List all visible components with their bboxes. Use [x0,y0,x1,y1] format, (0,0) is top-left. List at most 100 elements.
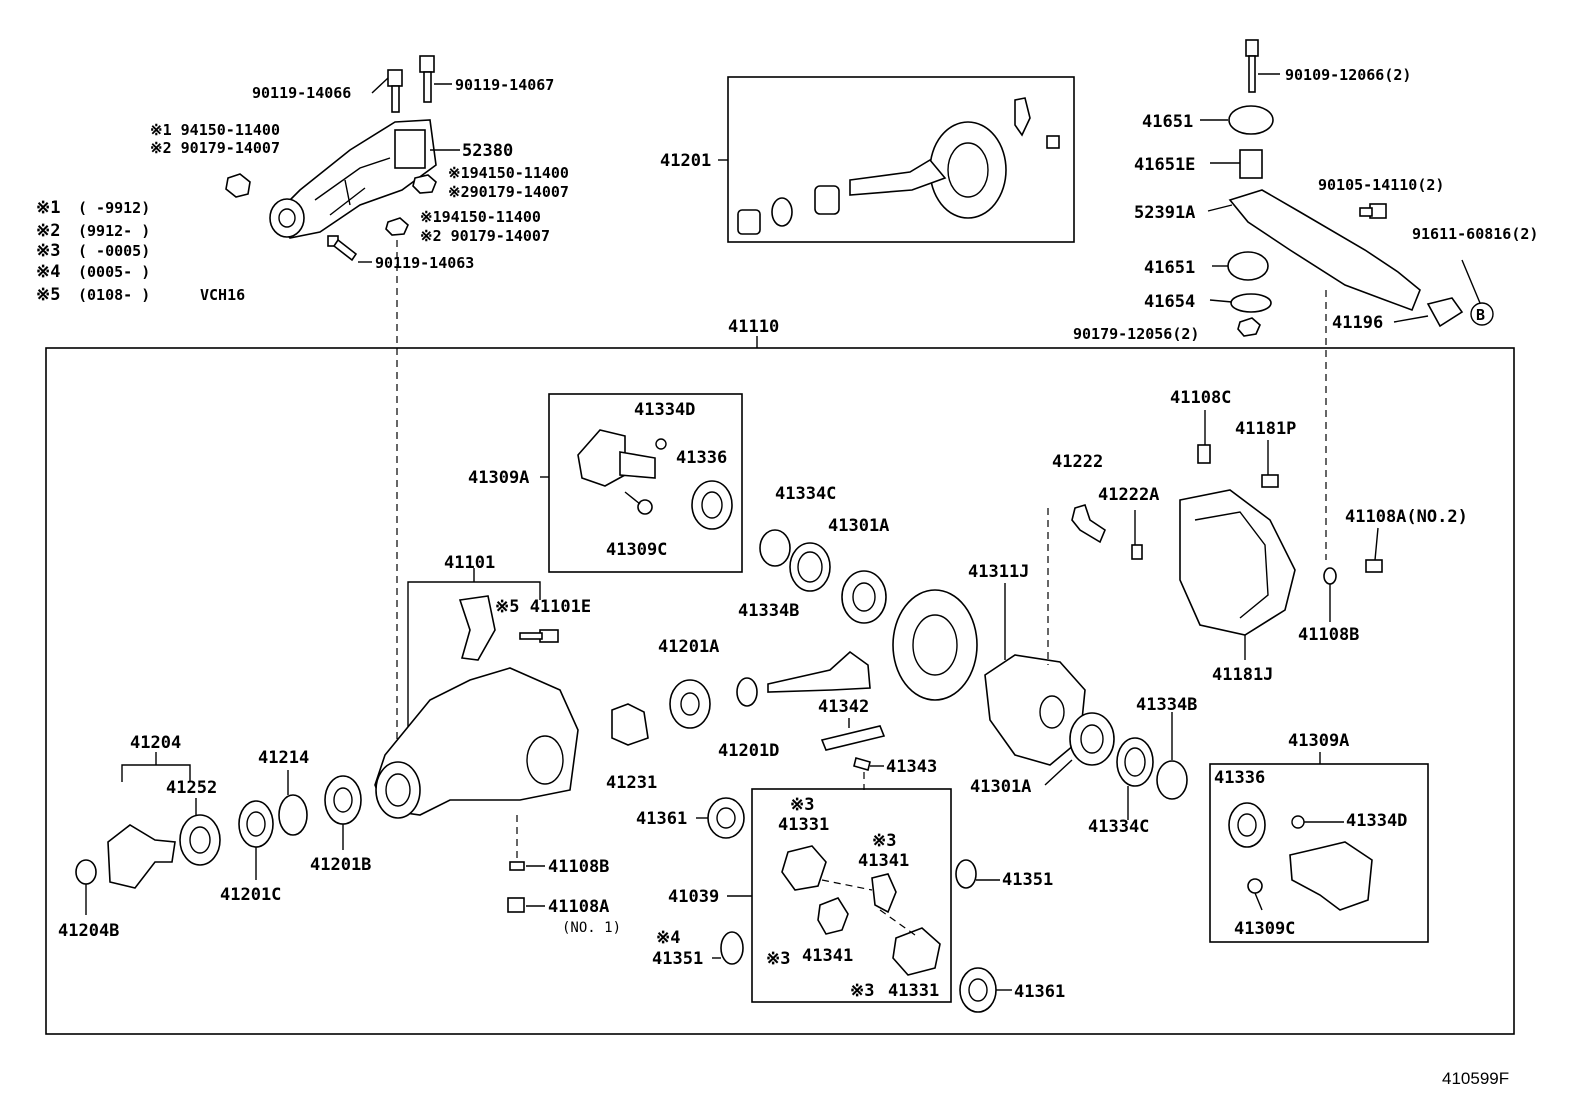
ring-pinion-kit-box [718,76,1075,243]
pinion-shaft-icon [849,158,947,196]
snap-ring-icon [655,438,667,450]
label-41342: 41342 [818,697,869,717]
assembly-box [45,347,1515,1035]
shim-41334B-right-icon [1156,760,1188,800]
legend-note-5: VCH16 [200,286,245,304]
label-m5-41101E: ※5 41101E [495,597,591,617]
race-41334C-right-icon [1116,737,1154,787]
side-gear-41331-lower-icon [892,927,941,976]
label-41108A-no2: 41108A(NO.2) [1345,507,1468,527]
lock-plate-41222-icon [1071,504,1106,544]
label-52380: 52380 [462,141,513,161]
label-90179-12056: 90179-12056(2) [1073,325,1199,343]
oil-seal-icon [1228,802,1266,848]
bolt-shank-icon [624,491,641,505]
bearing-bore-icon [680,692,700,716]
bolt-41222A-icon [1131,544,1143,560]
figure-number: 410599F [1442,1069,1509,1088]
side-gear-shaft-box-upper [540,393,743,573]
leader-line [1374,527,1379,561]
label-41181P: 41181P [1235,419,1296,439]
bearing-41301A-right-icon [1069,712,1115,766]
spacer-icon [771,197,793,227]
label-41651E: 41651E [1134,155,1195,175]
companion-flange-parts [75,752,362,915]
shim-41334B-icon [759,529,791,567]
label-41361-b: 41361 [1014,982,1065,1002]
label-41222: 41222 [1052,452,1103,472]
bolt-shank-icon [1359,207,1373,217]
label-41336-a: 41336 [676,448,727,468]
leader-line [1044,759,1073,786]
side-gear-shaft-box-lower [1209,752,1429,943]
label-41201B: 41201B [310,855,371,875]
label-41334B-b: 41334B [1136,695,1197,715]
diff-case-41311J-icon [984,654,1086,766]
leader-line [1461,259,1481,304]
label-m1-94150-b: ※194150-11400 [448,164,569,182]
label-41311J: 41311J [968,562,1029,582]
leader-line [1207,204,1233,212]
legend-mark-5: ※5 [36,285,60,305]
label-41108B-b: 41108B [548,857,609,877]
label-41361-a: 41361 [636,809,687,829]
bracket-boss-icon [394,129,426,169]
label-41201D: 41201D [718,741,779,761]
washer-41361-right-icon [959,967,997,1013]
label-41214: 41214 [258,748,309,768]
leader-line [371,77,389,94]
label-41108A-sub: (NO. 1) [562,920,621,936]
label-m2-90179-b: ※290179-14007 [448,183,569,201]
label-41343: 41343 [886,757,937,777]
rear-mount-bracket-group [225,55,460,760]
circle-b-marker [1470,302,1494,326]
nut-icon [737,209,761,235]
stopper-41196-icon [1426,297,1464,328]
pinion-shaft-41342-icon [820,725,886,751]
washer-41654-icon [1230,293,1272,313]
label-41309C-b: 41309C [1234,919,1295,939]
washer-41361-icon [707,797,745,839]
bolt-41101E-shank-icon [519,632,543,640]
label-m2-90179-c: ※2 90179-14007 [420,227,550,245]
ring-gear-icon [929,121,1007,219]
legend-mark-4: ※4 [36,262,60,282]
bearing-race-parts [759,529,887,624]
ring-gear-diff-case [892,504,1143,766]
shaft-spline-icon [619,451,656,479]
washer-41351-right-icon [955,859,977,889]
bolt-shank-icon [391,85,400,113]
bearing-41201C-icon [238,800,274,848]
label-41101: 41101 [444,553,495,573]
housing-front-bore-inner-icon [385,773,411,807]
plug-41181P-icon [1261,474,1279,488]
oil-seal-bore-icon [189,826,211,854]
label-90105-14110: 90105-14110(2) [1318,176,1444,194]
label-41334C-b: 41334C [1088,817,1149,837]
race-bore-icon [797,551,823,583]
ring-gear-41201-icon [892,589,978,701]
gasket-41108B-icon [509,861,525,871]
bolt-head-icon [387,69,403,87]
bearing-41201A-icon [669,679,711,729]
bracket-tab-icon [1014,97,1031,137]
label-41334D-b: 41334D [1346,811,1407,831]
side-gear-41331-icon [781,845,827,891]
nut-41204B-icon [75,859,97,885]
bolt-head-icon [1247,878,1263,894]
companion-flange-41204-icon [107,824,176,889]
label-41651-top: 41651 [1142,112,1193,132]
legend-mark-1: ※1 [36,198,60,218]
cushion-41651-icon [1228,105,1274,135]
label-41309A-a: 41309A [468,468,529,488]
gasket-41108B-icon [1323,567,1337,585]
label-41334B-a: 41334B [738,601,799,621]
leader-line [1209,299,1233,303]
label-41201C: 41201C [220,885,281,905]
race-41334C-icon [789,542,831,592]
bushing-hole-icon [278,208,296,228]
label-41301A-b: 41301A [970,777,1031,797]
label-41336-b: 41336 [1214,768,1265,788]
pinion-parts [611,650,886,790]
flange-icon [577,429,626,487]
